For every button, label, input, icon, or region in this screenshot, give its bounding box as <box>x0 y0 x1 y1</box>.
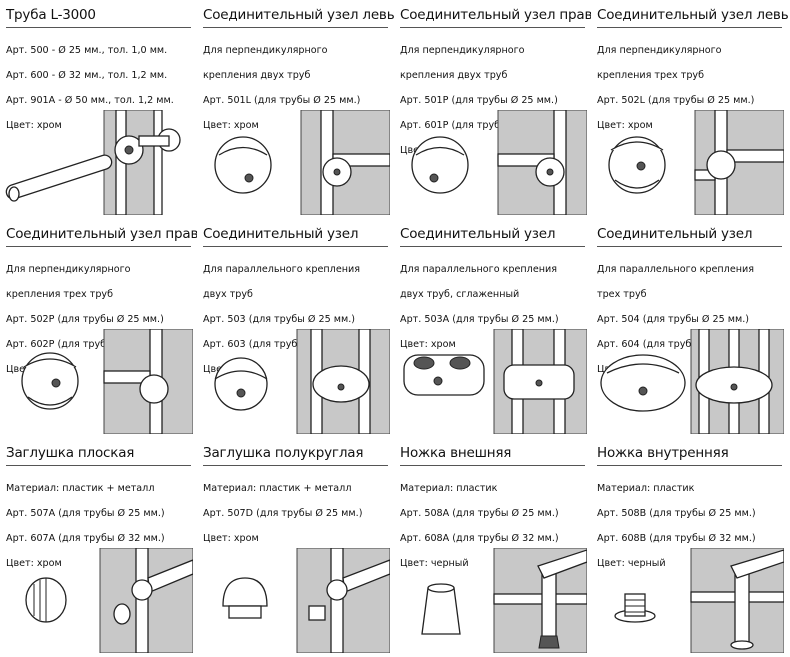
connector-illustration <box>398 329 587 434</box>
desc-line: Арт. 504 (для трубы Ø 25 мм.) <box>597 313 750 325</box>
foot-illustration <box>595 548 784 653</box>
product-description: Для параллельного крепления двух труб, с… <box>400 251 585 364</box>
foot-illustration <box>398 548 587 653</box>
desc-line: Цвет: хром <box>203 119 259 131</box>
product-description: Для перпендикулярного крепления трех тру… <box>597 32 782 145</box>
connector-illustration <box>201 329 390 434</box>
product-card-cap-round: Заглушка полукруглая Материал: пластик +… <box>197 438 394 657</box>
desc-line: Арт. 501L (для трубы Ø 25 мм.) <box>203 94 361 106</box>
product-title: Соединительный узел левый <box>597 6 788 28</box>
desc-line: Цвет: хром <box>203 532 259 544</box>
desc-line: Арт. 500 - Ø 25 мм., тол. 1,0 мм. <box>6 44 168 56</box>
connector-illustration <box>595 110 784 215</box>
pipe-illustration <box>4 110 193 215</box>
desc-line: Цвет: хром <box>6 557 62 569</box>
product-description: Для перпендикулярного крепления двух тру… <box>203 32 388 145</box>
connector-illustration <box>4 329 193 434</box>
desc-line: двух труб, сглаженный <box>400 288 520 300</box>
cap-illustration <box>4 548 193 653</box>
product-title: Соединительный узел <box>597 225 782 247</box>
desc-line: Арт. 502P (для трубы Ø 25 мм.) <box>6 313 164 325</box>
product-title: Труба L-3000 <box>6 6 191 28</box>
desc-line: Цвет: хром <box>6 119 62 131</box>
desc-line: Арт. 600 - Ø 32 мм., тол. 1,2 мм. <box>6 69 168 81</box>
product-card-parallel-2-smooth: Соединительный узел Для параллельного кр… <box>394 219 591 438</box>
desc-line: Для параллельного крепления <box>400 263 557 275</box>
desc-line: Арт. 503А (для трубы Ø 25 мм.) <box>400 313 559 325</box>
desc-line: Арт. 608В (для трубы Ø 32 мм.) <box>597 532 756 544</box>
desc-line: Арт. 607А (для трубы Ø 32 мм.) <box>6 532 165 544</box>
product-description: Материал: пластик Арт. 508В (для трубы Ø… <box>597 470 782 583</box>
desc-line: Арт. 608А (для трубы Ø 32 мм.) <box>400 532 559 544</box>
desc-line: Цвет: черный <box>597 557 666 569</box>
desc-line: трех труб <box>597 288 647 300</box>
desc-line: крепления трех труб <box>6 288 114 300</box>
product-card-connector-left-3: Соединительный узел левый Для перпендику… <box>591 0 788 219</box>
desc-line: Для параллельного крепления <box>597 263 754 275</box>
desc-line: крепления двух труб <box>400 69 508 81</box>
desc-line: Цвет: черный <box>400 557 469 569</box>
desc-line: Арт. 507D (для трубы Ø 25 мм.) <box>203 507 363 519</box>
product-title: Ножка внутренняя <box>597 444 782 466</box>
desc-line: Арт. 507А (для трубы Ø 25 мм.) <box>6 507 165 519</box>
product-description: Для перпендикулярного крепления двух тру… <box>400 32 585 170</box>
desc-line: Арт. 901А - Ø 50 мм., тол. 1,2 мм. <box>6 94 174 106</box>
product-card-pipe: Труба L-3000 Арт. 500 - Ø 25 мм., тол. 1… <box>0 0 197 219</box>
product-card-connector-right-2: Соединительный узел правый Для перпендик… <box>394 0 591 219</box>
product-title: Соединительный узел левый <box>203 6 394 28</box>
desc-line: Цвет: хром <box>400 338 456 350</box>
desc-line: Цвет: хром <box>597 119 653 131</box>
desc-line: Арт. 508В (для трубы Ø 25 мм.) <box>597 507 756 519</box>
cap-illustration <box>201 548 390 653</box>
desc-line: Материал: пластик + металл <box>6 482 155 494</box>
desc-line: Для перпендикулярного <box>597 44 722 56</box>
product-title: Заглушка полукруглая <box>203 444 388 466</box>
desc-line: Арт. 503 (для трубы Ø 25 мм.) <box>203 313 356 325</box>
product-title: Соединительный узел правый <box>6 225 197 247</box>
desc-line: Арт. 508А (для трубы Ø 25 мм.) <box>400 507 559 519</box>
product-title: Соединительный узел <box>203 225 388 247</box>
product-title: Соединительный узел <box>400 225 585 247</box>
desc-line: крепления трех труб <box>597 69 705 81</box>
product-title: Соединительный узел правый <box>400 6 591 28</box>
desc-line: Материал: пластик <box>597 482 695 494</box>
desc-line: крепления двух труб <box>203 69 311 81</box>
product-card-foot-outer: Ножка внешняя Материал: пластик Арт. 508… <box>394 438 591 657</box>
desc-line: Для параллельного крепления <box>203 263 360 275</box>
desc-line: Для перпендикулярного <box>203 44 328 56</box>
product-card-connector-right-3: Соединительный узел правый Для перпендик… <box>0 219 197 438</box>
desc-line: Арт. 501P (для трубы Ø 25 мм.) <box>400 94 558 106</box>
connector-illustration <box>398 110 587 215</box>
desc-line: двух труб <box>203 288 253 300</box>
product-description: Материал: пластик Арт. 508А (для трубы Ø… <box>400 470 585 583</box>
product-description: Материал: пластик + металл Арт. 507А (дл… <box>6 470 191 583</box>
product-title: Заглушка плоская <box>6 444 191 466</box>
product-card-connector-left-2: Соединительный узел левый Для перпендику… <box>197 0 394 219</box>
desc-line: Материал: пластик + металл <box>203 482 352 494</box>
product-title: Ножка внешняя <box>400 444 585 466</box>
desc-line: Материал: пластик <box>400 482 498 494</box>
desc-line: Для перпендикулярного <box>6 263 131 275</box>
product-description: Арт. 500 - Ø 25 мм., тол. 1,0 мм. Арт. 6… <box>6 32 191 145</box>
product-card-parallel-3: Соединительный узел Для параллельного кр… <box>591 219 788 438</box>
desc-line: Арт. 502L (для трубы Ø 25 мм.) <box>597 94 755 106</box>
product-card-parallel-2: Соединительный узел Для параллельного кр… <box>197 219 394 438</box>
product-description: Материал: пластик + металл Арт. 507D (дл… <box>203 470 388 558</box>
connector-illustration <box>595 329 784 434</box>
desc-line: Для перпендикулярного <box>400 44 525 56</box>
connector-illustration <box>201 110 390 215</box>
product-card-foot-inner: Ножка внутренняя Материал: пластик Арт. … <box>591 438 788 657</box>
product-card-cap-flat: Заглушка плоская Материал: пластик + мет… <box>0 438 197 657</box>
